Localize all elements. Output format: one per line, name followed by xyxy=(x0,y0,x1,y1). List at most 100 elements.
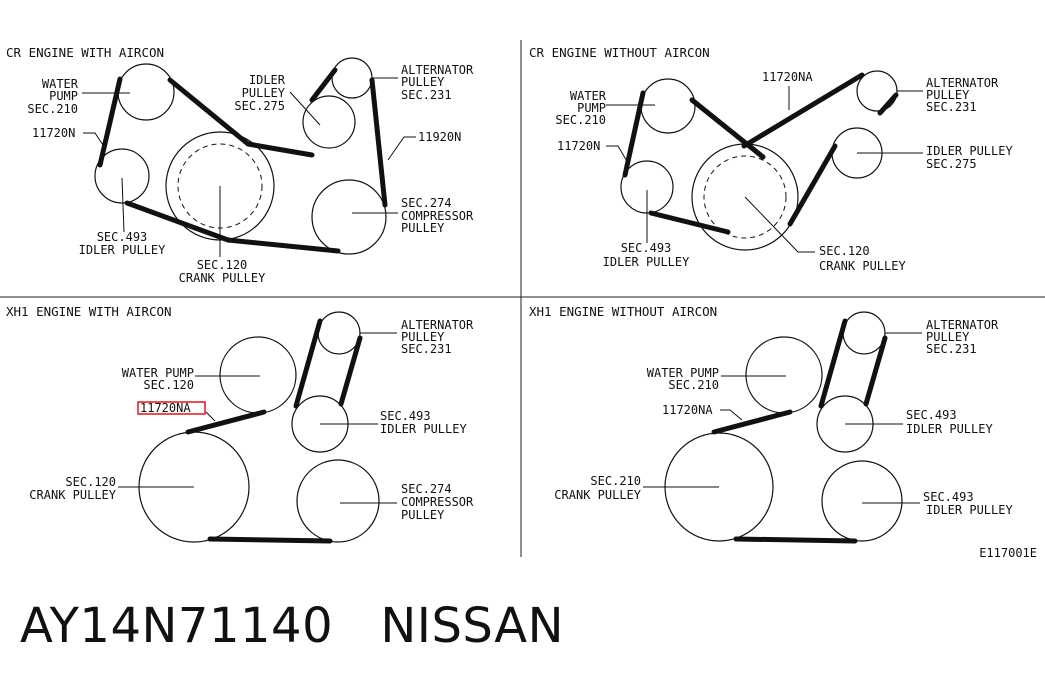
svg-text:WATER PUMP: WATER PUMP xyxy=(647,366,719,380)
svg-text:PUMP: PUMP xyxy=(577,101,606,115)
label-belt-11720n: 11720N xyxy=(557,139,600,153)
label-idler-pulley: SEC.493 IDLER PULLEY xyxy=(380,409,467,436)
svg-text:SEC.493: SEC.493 xyxy=(906,408,957,422)
svg-text:SEC.120: SEC.120 xyxy=(197,258,248,272)
highlight-box xyxy=(137,401,206,415)
svg-text:ALTERNATOR: ALTERNATOR xyxy=(926,76,999,90)
svg-text:IDLER PULLEY: IDLER PULLEY xyxy=(926,144,1013,158)
label-compressor-pulley: SEC.274 COMPRESSOR PULLEY xyxy=(401,482,474,522)
panel-cr-engine-with-aircon: CR ENGINE WITH AIRCON WAT xyxy=(6,45,474,285)
label-alternator-pulley: ALTERNATOR PULLEY SEC.231 xyxy=(926,318,999,356)
svg-text:WATER: WATER xyxy=(570,89,607,103)
svg-text:SEC.120: SEC.120 xyxy=(65,475,116,489)
label-crank-pulley: SEC.120 CRANK PULLEY xyxy=(819,244,906,273)
svg-text:SEC.274: SEC.274 xyxy=(401,482,452,496)
drive-belt xyxy=(622,72,899,235)
leader-lines xyxy=(643,332,922,504)
label-idler-pulley: SEC.493 IDLER PULLEY xyxy=(906,408,993,436)
label-belt-11720na: 11720NA xyxy=(662,403,713,417)
panel-xh1-engine-without-aircon: XH1 ENGINE WITHOUT AIRCON ALTERNATOR PUL… xyxy=(529,304,1013,544)
label-belt-11720na: 11720NA xyxy=(762,70,813,84)
svg-text:SEC.275: SEC.275 xyxy=(926,157,977,171)
label-idler-pulley-bottom: SEC.493 IDLER PULLEY xyxy=(603,241,690,269)
label-idler-pulley-bottom: SEC.493 IDLER PULLEY xyxy=(923,490,1013,517)
svg-text:SEC.231: SEC.231 xyxy=(926,342,977,356)
label-water-pump: WATER PUMP SEC.210 xyxy=(27,77,78,116)
label-water-pump: WATER PUMP SEC.120 xyxy=(122,366,194,392)
label-crank-pulley: SEC.120 CRANK PULLEY xyxy=(179,258,266,285)
svg-text:PULLEY: PULLEY xyxy=(401,508,445,522)
panel-title: CR ENGINE WITHOUT AIRCON xyxy=(529,45,710,60)
svg-text:SEC.275: SEC.275 xyxy=(234,99,285,113)
label-water-pump: WATER PUMP SEC.210 xyxy=(555,89,606,127)
alternator-pulley xyxy=(331,57,373,99)
svg-text:PUMP: PUMP xyxy=(49,89,78,103)
svg-text:PULLEY: PULLEY xyxy=(401,221,445,235)
svg-text:PULLEY: PULLEY xyxy=(926,330,970,344)
svg-text:CRANK PULLEY: CRANK PULLEY xyxy=(29,488,116,502)
alternator-pulley xyxy=(842,311,886,355)
crank-pulley-hub xyxy=(703,155,787,239)
label-belt-11720n: 11720N xyxy=(32,126,75,140)
part-number-caption: AY14N71140 NISSAN xyxy=(20,598,565,654)
label-water-pump: WATER PUMP SEC.210 xyxy=(647,366,719,392)
water-pump-pulley xyxy=(117,63,175,121)
svg-text:IDLER: IDLER xyxy=(249,73,286,87)
svg-text:SEC.493: SEC.493 xyxy=(97,230,148,244)
svg-text:IDLER PULLEY: IDLER PULLEY xyxy=(603,255,690,269)
svg-text:CRANK PULLEY: CRANK PULLEY xyxy=(179,271,266,285)
compressor-pulley xyxy=(296,459,380,543)
svg-text:COMPRESSOR: COMPRESSOR xyxy=(401,209,474,223)
svg-text:SEC.493: SEC.493 xyxy=(380,409,431,423)
svg-text:SEC.274: SEC.274 xyxy=(401,196,452,210)
svg-text:SEC.231: SEC.231 xyxy=(401,88,452,102)
label-crank-pulley: SEC.210 CRANK PULLEY xyxy=(554,474,641,502)
svg-text:ALTERNATOR: ALTERNATOR xyxy=(926,318,999,332)
label-belt-11920n: 11920N xyxy=(418,130,461,144)
svg-text:WATER PUMP: WATER PUMP xyxy=(122,366,194,380)
svg-text:IDLER PULLEY: IDLER PULLEY xyxy=(906,422,993,436)
svg-text:SEC.493: SEC.493 xyxy=(621,241,672,255)
label-alternator-pulley: ALTERNATOR PULLEY SEC.231 xyxy=(401,318,474,356)
idler-pulley-bottom xyxy=(94,148,150,204)
figure-id: E117001E xyxy=(979,546,1037,560)
svg-text:PULLEY: PULLEY xyxy=(242,86,286,100)
svg-text:COMPRESSOR: COMPRESSOR xyxy=(401,495,474,509)
label-compressor-pulley: SEC.274 COMPRESSOR PULLEY xyxy=(401,196,474,235)
svg-text:CRANK PULLEY: CRANK PULLEY xyxy=(554,488,641,502)
leader-lines xyxy=(118,332,397,504)
svg-text:IDLER PULLEY: IDLER PULLEY xyxy=(79,243,166,257)
svg-text:IDLER PULLEY: IDLER PULLEY xyxy=(926,503,1013,517)
label-alternator-pulley: ALTERNATOR PULLEY SEC.231 xyxy=(401,63,474,102)
label-alternator-pulley: ALTERNATOR PULLEY SEC.231 xyxy=(926,76,999,114)
panel-cr-engine-without-aircon: CR ENGINE WITHOUT AIRCON 11720NA WATER xyxy=(529,45,1013,273)
svg-text:PULLEY: PULLEY xyxy=(926,88,970,102)
svg-text:SEC.210: SEC.210 xyxy=(590,474,641,488)
idler-pulley-top xyxy=(302,95,356,149)
drive-belt xyxy=(711,318,888,544)
label-idler-pulley-right: IDLER PULLEY SEC.275 xyxy=(926,144,1013,171)
idler-pulley-bottom xyxy=(821,460,903,542)
label-belt-11720na: 11720NA xyxy=(140,401,191,415)
panel-title: XH1 ENGINE WITH AIRCON xyxy=(6,304,172,319)
compressor-pulley xyxy=(311,179,387,255)
leader-lines xyxy=(82,77,416,257)
svg-text:SEC.210: SEC.210 xyxy=(555,113,606,127)
svg-text:WATER: WATER xyxy=(42,77,79,91)
svg-text:SEC.493: SEC.493 xyxy=(923,490,974,504)
svg-text:SEC.231: SEC.231 xyxy=(926,100,977,114)
label-idler-pulley-top: IDLER PULLEY SEC.275 xyxy=(234,73,285,113)
svg-text:CRANK PULLEY: CRANK PULLEY xyxy=(819,259,906,273)
belt-routing-diagram: CR ENGINE WITH AIRCON WAT xyxy=(0,40,1045,560)
svg-text:SEC.210: SEC.210 xyxy=(668,378,719,392)
svg-text:PULLEY: PULLEY xyxy=(401,75,445,89)
svg-text:ALTERNATOR: ALTERNATOR xyxy=(401,63,474,77)
svg-text:SEC.120: SEC.120 xyxy=(819,244,870,258)
svg-text:PULLEY: PULLEY xyxy=(401,330,445,344)
drive-belt xyxy=(185,318,363,544)
svg-text:SEC.231: SEC.231 xyxy=(401,342,452,356)
label-idler-pulley-bottom: SEC.493 IDLER PULLEY xyxy=(79,230,166,257)
water-pump-pulley xyxy=(219,336,297,414)
water-pump-pulley xyxy=(745,336,823,414)
leader-lines xyxy=(606,86,923,253)
